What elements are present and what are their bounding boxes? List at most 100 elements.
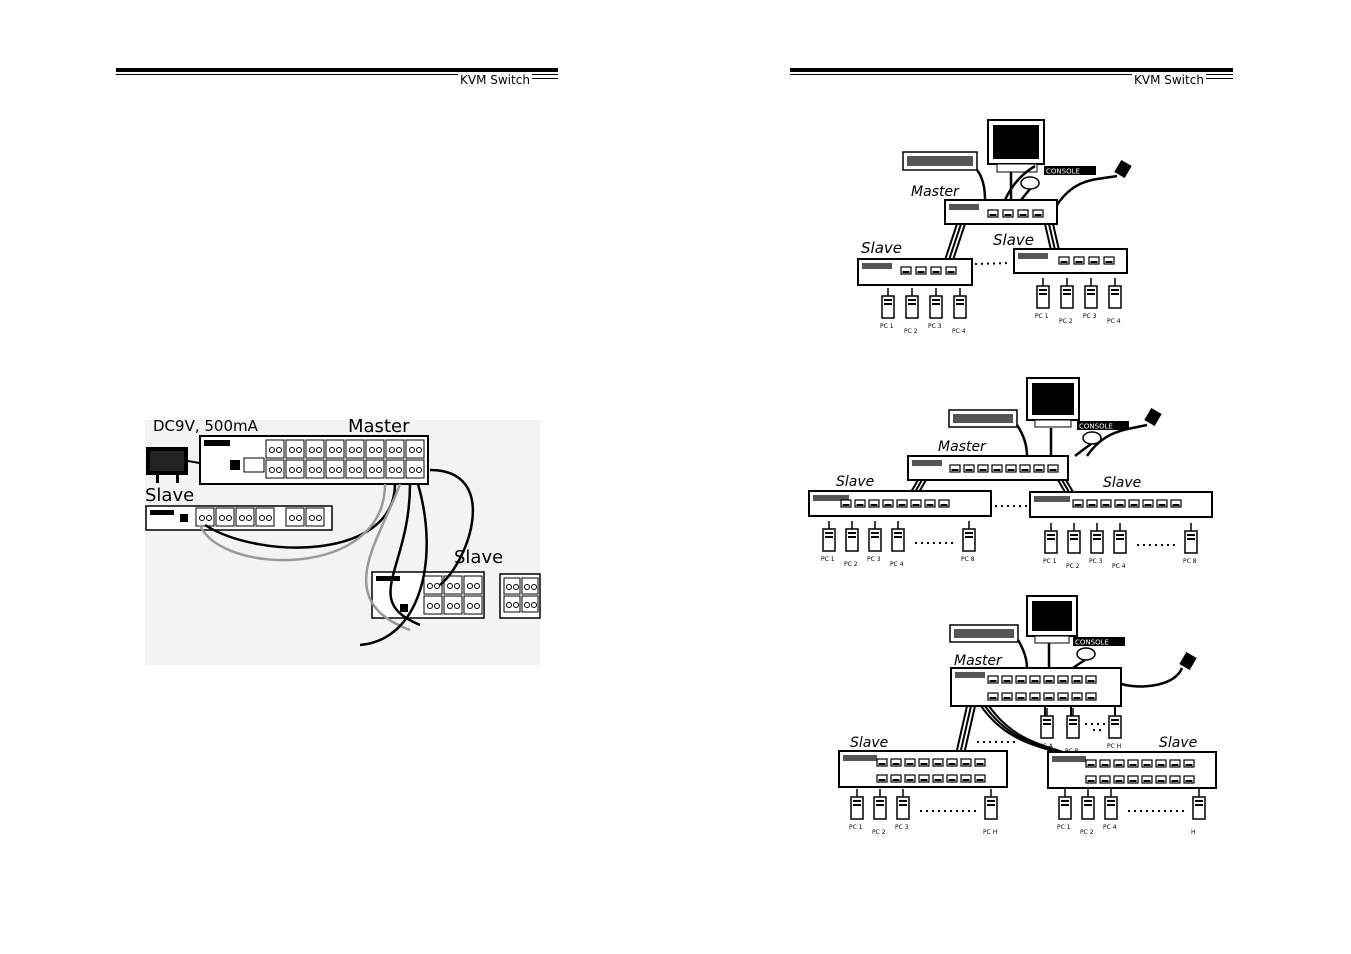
port-icon bbox=[1043, 675, 1055, 684]
keyboard-icon bbox=[949, 624, 1019, 643]
console-label: CONSOLE bbox=[1046, 168, 1080, 176]
port-icon bbox=[1183, 775, 1195, 784]
port-icon bbox=[325, 439, 345, 459]
port-icon bbox=[991, 464, 1003, 473]
port-icon bbox=[1141, 775, 1153, 784]
topology-diagram-8-port: CONSOLE Master Slave bbox=[808, 377, 1213, 570]
port-icon bbox=[1085, 692, 1097, 701]
pc-label: PC 4 bbox=[1107, 318, 1121, 325]
port-icon bbox=[918, 774, 930, 783]
pc-label: PC 4 bbox=[1112, 563, 1126, 570]
pc-label: H bbox=[1191, 829, 1196, 836]
left-page: KVM Switch DC9V, 500mA Master Sl bbox=[0, 0, 675, 954]
port-icon bbox=[1015, 692, 1027, 701]
port-icon bbox=[868, 499, 880, 508]
port-icon bbox=[924, 499, 936, 508]
port-icon bbox=[932, 774, 944, 783]
port-icon bbox=[463, 575, 483, 595]
cascade-wiring-diagram: DC9V, 500mA Master Slave Slave bbox=[145, 416, 541, 665]
power-plug-icon bbox=[1144, 407, 1162, 427]
port-icon bbox=[960, 758, 972, 767]
port-icon bbox=[1015, 675, 1027, 684]
right-pcs: PC 1PC 2PC 3PC 4PC 8 bbox=[1043, 523, 1198, 570]
port-icon bbox=[1127, 759, 1139, 768]
header-rule-tail bbox=[528, 78, 558, 79]
port-icon bbox=[987, 692, 999, 701]
port-icon bbox=[1043, 692, 1055, 701]
topology-diagram-16-port: CONSOLE Master PC APC BPC H Slav bbox=[838, 595, 1217, 836]
header-rule-thick bbox=[790, 68, 1233, 72]
port-icon bbox=[1113, 759, 1125, 768]
port-icon bbox=[1057, 692, 1069, 701]
slave-switch-right-16 bbox=[1047, 751, 1217, 789]
pc-label: PC 2 bbox=[844, 561, 858, 568]
port-icon bbox=[1128, 499, 1140, 508]
monitor-icon bbox=[1026, 377, 1080, 428]
port-icon bbox=[1029, 675, 1041, 684]
port-icon bbox=[1170, 499, 1182, 508]
left-pcs: PC 1PC 2PC 3PC H bbox=[849, 789, 998, 836]
pc-label: PC 2 bbox=[1066, 563, 1080, 570]
port-icon bbox=[1005, 464, 1017, 473]
port-icon bbox=[1156, 499, 1168, 508]
port-icon bbox=[405, 459, 425, 479]
port-icon bbox=[1103, 256, 1115, 265]
port-icon bbox=[974, 774, 986, 783]
console-tag bbox=[1077, 421, 1129, 430]
port-icon bbox=[423, 595, 443, 615]
port-icon bbox=[1072, 499, 1084, 508]
port-icon bbox=[285, 507, 305, 527]
master-label: Master bbox=[348, 416, 410, 437]
port-icon bbox=[255, 507, 275, 527]
topology-diagrams: CONSOLE Master Slave bbox=[808, 119, 1217, 836]
master-label: Master bbox=[938, 439, 987, 455]
port-icon bbox=[882, 499, 894, 508]
pc-label: PC 1 bbox=[1035, 313, 1049, 320]
pc-label: PC 2 bbox=[872, 829, 886, 836]
pc-label: PC 4 bbox=[1103, 824, 1117, 831]
master-label: Master bbox=[911, 184, 960, 200]
pc-label: PC 3 bbox=[1089, 558, 1103, 565]
right-pcs: PC 1PC 2PC 3PC 4 bbox=[1035, 278, 1122, 325]
port-icon bbox=[385, 439, 405, 459]
port-icon bbox=[896, 499, 908, 508]
slave-left-label: Slave bbox=[861, 239, 902, 257]
port-icon bbox=[876, 758, 888, 767]
header-rule-thick bbox=[116, 68, 558, 72]
slave-label-2: Slave bbox=[454, 547, 503, 568]
console-label: CONSOLE bbox=[1079, 423, 1113, 431]
port-icon bbox=[235, 507, 255, 527]
port-icon bbox=[305, 507, 325, 527]
pc-label: PC 1 bbox=[1043, 558, 1057, 565]
right-page: KVM Switch CONSOLE Master bbox=[675, 0, 1351, 954]
port-icon bbox=[215, 507, 235, 527]
port-icon bbox=[1085, 759, 1097, 768]
power-label: DC9V, 500mA bbox=[153, 417, 259, 435]
slave-2-ports bbox=[423, 575, 539, 615]
port-icon bbox=[325, 459, 345, 479]
header-rule-thin bbox=[790, 74, 1233, 75]
pc-label: PC 1 bbox=[880, 323, 894, 330]
console-tag bbox=[1044, 166, 1096, 175]
port-icon bbox=[1029, 692, 1041, 701]
port-icon bbox=[265, 439, 285, 459]
port-icon bbox=[1019, 464, 1031, 473]
right-pcs: PC 1 PC 2 PC 4 H bbox=[1057, 789, 1206, 836]
pc-label: PC 3 bbox=[928, 323, 942, 330]
pc-label: PC 3 bbox=[895, 824, 909, 831]
port-icon bbox=[900, 266, 912, 275]
pc-label: PC 2 bbox=[1080, 829, 1094, 836]
port-icon bbox=[963, 464, 975, 473]
port-icon bbox=[405, 439, 425, 459]
port-icon bbox=[345, 439, 365, 459]
port-icon bbox=[1033, 464, 1045, 473]
port-icon bbox=[285, 459, 305, 479]
header-rule-thin bbox=[116, 74, 558, 75]
port-icon bbox=[1113, 775, 1125, 784]
port-icon bbox=[305, 439, 325, 459]
port-icon bbox=[1142, 499, 1154, 508]
port-icon bbox=[1085, 675, 1097, 684]
pc-label: PC 1 bbox=[1057, 824, 1071, 831]
port-icon bbox=[1088, 256, 1100, 265]
pc-label: PC 8 bbox=[961, 556, 975, 563]
